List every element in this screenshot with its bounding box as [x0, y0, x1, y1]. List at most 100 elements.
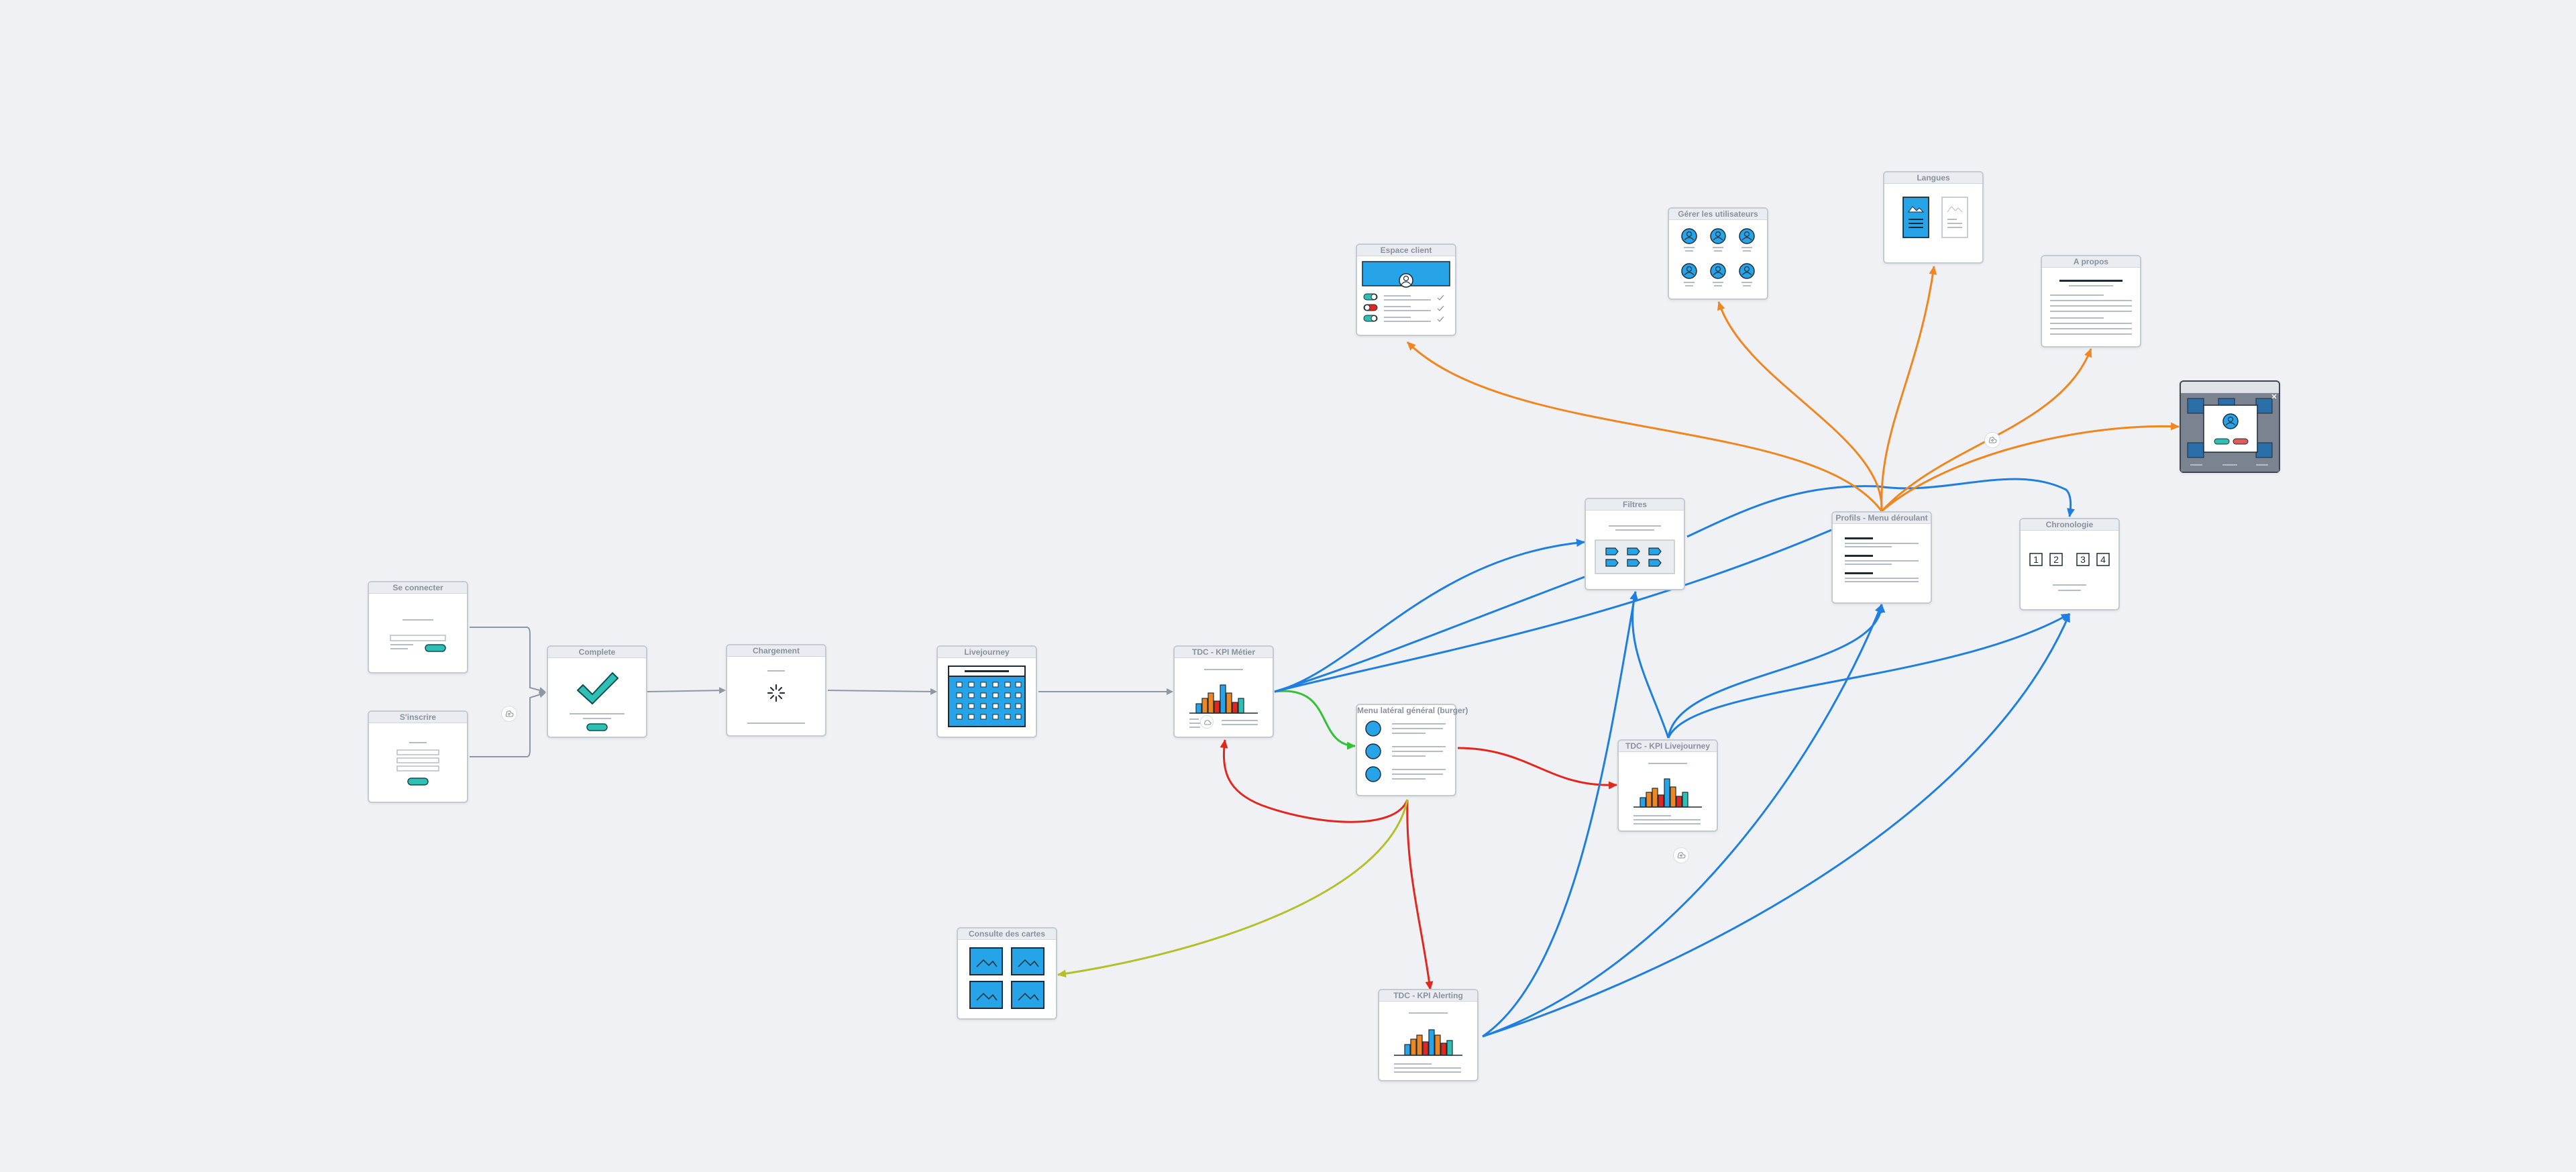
- screen-gerer-utilisateurs[interactable]: Gérer les utilisateurs: [1668, 207, 1768, 300]
- filters-thumbnail: [1595, 525, 1675, 574]
- screen-title-text: Consulte des cartes: [968, 929, 1046, 939]
- screen-title-text: A propos: [2073, 257, 2109, 266]
- screen-modal-overlay[interactable]: [2180, 380, 2280, 473]
- screen-title-text: TDC - KPI Métier: [1191, 647, 1255, 657]
- check-icon: [577, 672, 619, 704]
- screen-title: TDC - KPI Livejourney: [1619, 741, 1717, 752]
- screen-title-text: Langues: [1917, 173, 1950, 182]
- screen-langues[interactable]: Langues: [1883, 171, 1984, 264]
- screen-title: Gérer les utilisateurs: [1669, 209, 1767, 220]
- edge-chargement-to-livejourney: [827, 688, 937, 695]
- screen-a-propos[interactable]: A propos: [2041, 255, 2141, 348]
- loading-thumbnail: [747, 670, 805, 724]
- image-icon: [969, 947, 1044, 1009]
- screen-title: TDC - KPI Alerting: [1379, 990, 1477, 1002]
- screen-title-text: Filtres: [1622, 500, 1647, 509]
- cloud-icon[interactable]: [1200, 715, 1214, 729]
- edge-alerting-to-profils: [1482, 604, 1883, 1038]
- menu-list-thumbnail: [1365, 721, 1446, 782]
- edge-kpi-metier-to-profils: [1274, 529, 1832, 693]
- edge-profils-to-langues: [1880, 266, 1937, 512]
- screen-title-text: Gérer les utilisateurs: [1678, 209, 1758, 219]
- screen-title: Langues: [1884, 172, 1982, 184]
- screen-sinscrire[interactable]: S'inscrire: [368, 710, 468, 803]
- screen-title-text: S'inscrire: [399, 712, 437, 722]
- screen-title: [2181, 382, 2279, 393]
- login-form-thumbnail: [390, 619, 446, 652]
- edge-filtres-to-chrono: [1686, 478, 2075, 538]
- edge-profils-to-modal: [1881, 422, 2180, 513]
- edge-menu-to-kpi-alerting: [1406, 799, 1434, 990]
- screen-title-text: TDC - KPI Livejourney: [1625, 741, 1711, 751]
- screen-title-text: Profils - Menu déroulant: [1835, 513, 1928, 523]
- timeline-step-2: 2: [2053, 554, 2059, 565]
- screen-title-text: Menu latéral général (burger): [1357, 706, 1468, 715]
- screen-title: Chronologie: [2021, 519, 2118, 531]
- bar-chart-thumbnail: [1394, 1012, 1462, 1073]
- screen-menu-lateral[interactable]: Menu latéral général (burger): [1356, 704, 1468, 796]
- screen-chronologie[interactable]: Chronologie 1 2 3 4: [2019, 518, 2120, 610]
- edge-kpilj-to-filtres: [1629, 591, 1670, 739]
- screen-se-connecter[interactable]: Se connecter: [368, 581, 468, 674]
- timeline-thumbnail: 1 2 3 4: [2029, 553, 2110, 591]
- cloud-icon[interactable]: [501, 706, 517, 722]
- screen-espace-client[interactable]: Espace client: [1356, 244, 1456, 336]
- about-thumbnail: [2050, 280, 2132, 335]
- user-icon: [1399, 273, 1413, 288]
- cloud-icon[interactable]: [1984, 432, 2000, 448]
- edge-profils-to-utilisateurs: [1717, 301, 1883, 512]
- edge-alerting-to-filtres: [1482, 591, 1638, 1038]
- cloud-icon[interactable]: [1673, 847, 1689, 863]
- dropdown-thumbnail: [1845, 537, 1919, 582]
- screen-title-text: Complete: [578, 647, 616, 657]
- screen-complete[interactable]: Complete: [547, 645, 647, 738]
- calendar-thumbnail: [948, 665, 1026, 727]
- register-form-thumbnail: [396, 742, 439, 786]
- screen-title: Chargement: [727, 645, 825, 657]
- screen-title: Filtres: [1586, 499, 1684, 511]
- screen-title: Consulte des cartes: [958, 928, 1056, 940]
- edge-profils-to-espace-client: [1406, 341, 1883, 512]
- screen-tdc-kpi-metier[interactable]: TDC - KPI Métier: [1173, 645, 1274, 738]
- screen-chargement[interactable]: Chargement: [726, 644, 826, 737]
- screen-tdc-kpi-alerting[interactable]: TDC - KPI Alerting: [1378, 989, 1479, 1081]
- edge-kpi-metier-to-filtres-2: [1274, 576, 1585, 693]
- user-icon: [2222, 413, 2239, 429]
- screen-title: Se connecter: [369, 582, 467, 594]
- edge-kpi-metier-to-menu: [1274, 690, 1356, 750]
- edge-register-to-complete: [470, 691, 546, 757]
- screen-title: Complete: [548, 647, 646, 658]
- screen-title-text: Se connecter: [392, 583, 443, 592]
- timeline-step-1: 1: [2033, 554, 2039, 565]
- edge-alerting-to-chrono: [1482, 613, 2071, 1038]
- screen-consulte-cartes[interactable]: Consulte des cartes: [957, 927, 1057, 1020]
- edge-kpi-metier-to-filtres: [1274, 539, 1585, 693]
- screen-title-text: Chronologie: [2045, 520, 2094, 529]
- image-icon: [1908, 206, 1925, 213]
- screen-title-text: TDC - KPI Alerting: [1393, 991, 1463, 1000]
- spinner-icon: [767, 684, 786, 702]
- screen-profils-menu[interactable]: Profils - Menu déroulant: [1831, 511, 1932, 604]
- users-grid-thumbnail: [1681, 228, 1755, 286]
- screen-title: Menu latéral général (burger): [1357, 705, 1468, 716]
- edge-menu-to-kpi-livejourney: [1457, 747, 1617, 790]
- screen-filtres[interactable]: Filtres: [1585, 498, 1685, 590]
- screen-title: TDC - KPI Métier: [1175, 647, 1273, 658]
- complete-thumbnail: [570, 672, 625, 731]
- edge-menu-to-cartes: [1057, 799, 1409, 978]
- screen-tdc-kpi-livejourney[interactable]: TDC - KPI Livejourney: [1617, 739, 1718, 832]
- screen-livejourney[interactable]: Livejourney: [936, 645, 1037, 738]
- edge-login-to-complete: [470, 627, 546, 694]
- timeline-step-3: 3: [2080, 554, 2086, 565]
- cards-grid-thumbnail: [969, 947, 1044, 1009]
- edge-kpilj-to-chrono: [1667, 612, 2070, 739]
- languages-thumbnail: [1902, 197, 1968, 238]
- screen-title-text: Livejourney: [964, 647, 1010, 657]
- modal-thumbnail: [2181, 393, 2279, 472]
- screen-title-text: Chargement: [752, 646, 800, 655]
- screen-title: A propos: [2042, 256, 2140, 268]
- edge-kpilj-to-profils: [1667, 604, 1886, 739]
- account-thumbnail: [1362, 261, 1450, 322]
